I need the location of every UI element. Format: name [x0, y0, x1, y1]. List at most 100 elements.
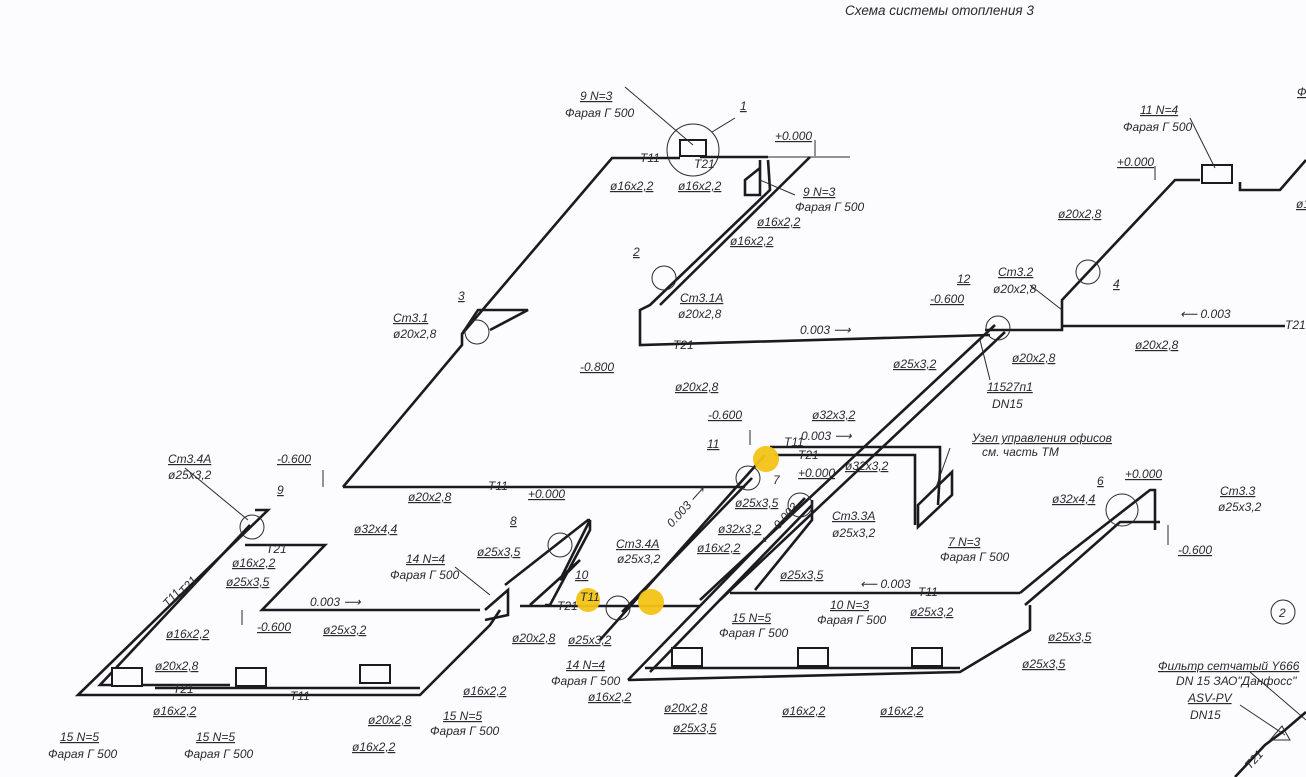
- label-node10: 10: [575, 568, 589, 582]
- label-unit-b: см. часть ТМ: [982, 445, 1059, 459]
- pipe-diag-c: [599, 454, 766, 641]
- label-st31a: Ст3.1А: [680, 291, 723, 305]
- label-unit-a: Узел управления офисов: [971, 431, 1112, 445]
- label-st32-d: ø20x2,8: [993, 282, 1037, 296]
- label-node6: 6: [1097, 474, 1104, 488]
- label-d-a2: ø16x2,2: [678, 179, 722, 193]
- label-d-i3: ø25x3,2: [568, 633, 612, 647]
- pipes: [74, 155, 1306, 697]
- label-t21-i: Т21: [557, 599, 578, 613]
- label-t11-h: Т11: [488, 479, 508, 493]
- node-circle-12: [985, 315, 1011, 341]
- label-d-a1: ø16x2,2: [610, 179, 654, 193]
- radiator-15c: [359, 664, 391, 684]
- label-node2: 2: [632, 245, 640, 259]
- label-st34a2-d: ø25x3,2: [617, 552, 661, 566]
- label-node1: 1: [740, 99, 747, 113]
- radiator-10b: [911, 647, 943, 667]
- label-node3: 3: [458, 289, 465, 303]
- label-lvl-m080: -0.800: [580, 360, 614, 374]
- label-rad14b-t: Фарая Г 500: [551, 674, 621, 688]
- leader-lines: [184, 86, 1306, 777]
- label-sheet2: 2: [1278, 606, 1286, 620]
- label-t21-a: Т21: [694, 157, 715, 171]
- label-d-a3: ø16x2,2: [757, 215, 801, 229]
- label-d-b1: ø20x2,8: [675, 380, 719, 394]
- node-circle-9: [239, 514, 265, 540]
- label-slope-g: 0.003 ⟶: [310, 595, 361, 609]
- radiator-9a: [679, 139, 707, 157]
- label-d-g2: ø25x3,5: [673, 721, 717, 735]
- radiator-11: [1201, 164, 1233, 184]
- node-circle-8: [547, 532, 573, 558]
- label-t21-c: Т21: [1285, 318, 1306, 332]
- label-d-j1: ø16x2,2: [166, 627, 210, 641]
- label-rad7-t: Фарая Г 500: [940, 550, 1010, 564]
- label-d-e4: ø25x3,5: [780, 568, 824, 582]
- pipe-st34a: [74, 508, 502, 697]
- pipe-st33-return: [627, 605, 1032, 682]
- label-d-j5: ø16x2,2: [352, 740, 396, 754]
- label-d-h2: ø16x2,2: [232, 556, 276, 570]
- radiator-15a: [111, 667, 143, 687]
- label-st31-d: ø20x2,8: [393, 327, 437, 341]
- pipe-riser-8: [504, 518, 590, 587]
- label-t11-j: Т11: [290, 689, 310, 703]
- label-valve-a: 11527п1: [987, 380, 1033, 394]
- label-edge-f: Ф: [1297, 85, 1306, 99]
- node-circles: [239, 123, 1296, 625]
- label-valve-b: DN15: [992, 397, 1023, 411]
- leader: [711, 117, 736, 133]
- label-d-h1: ø20x2,8: [408, 490, 452, 504]
- radiators: [111, 139, 1233, 687]
- label-node4: 4: [1113, 277, 1120, 291]
- pipe-st33-loop-2: [1024, 520, 1160, 606]
- leader: [1189, 117, 1216, 169]
- node-circle-3: [464, 319, 490, 345]
- label-st33-d: ø25x3,2: [1218, 500, 1262, 514]
- label-asv-b: DN15: [1190, 708, 1221, 722]
- label-t21-b: Т21: [673, 338, 694, 352]
- label-lvl-m060e: -0.600: [257, 620, 291, 634]
- scheme-title: Схема системы отопления 3: [845, 3, 1034, 18]
- leader: [934, 447, 951, 491]
- highlight-dot: [753, 446, 779, 472]
- label-rad9b-n: 9 N=3: [803, 185, 836, 199]
- label-d-j4: ø20x2,8: [368, 713, 412, 727]
- label-lvl-m060b: -0.600: [708, 408, 742, 422]
- label-rad14a-n: 14 N=4: [406, 552, 445, 566]
- label-d-h3: ø25x3,5: [226, 575, 270, 589]
- label-slope-b: ⟵ 0.003: [1180, 307, 1231, 321]
- label-node12: 12: [957, 272, 971, 286]
- radiator-10: [797, 647, 829, 667]
- node-circle-2: [651, 265, 677, 291]
- label-t21-h: Т21: [266, 542, 287, 556]
- pipe-return-top: [659, 156, 811, 306]
- node-circle-4: [1075, 259, 1101, 285]
- sheet-number-circle: [1270, 599, 1296, 625]
- label-lvl-m060d: -0.600: [277, 452, 311, 466]
- label-st32: Ст3.2: [998, 265, 1034, 279]
- label-d-f3: ø25x3,5: [1048, 630, 1092, 644]
- label-d-e1: ø25x3,5: [735, 496, 779, 510]
- pipe-return-top-2: [638, 159, 991, 347]
- label-st31a-d: ø20x2,8: [678, 307, 722, 321]
- label-asv-a: ASV-PV: [1187, 691, 1233, 705]
- label-st34a2: Ст3.4А: [616, 537, 659, 551]
- label-node11: 11: [707, 437, 719, 451]
- label-d-a4: ø16x2,2: [730, 234, 774, 248]
- leader: [1249, 671, 1306, 721]
- label-st34a: Ст3.4А: [168, 452, 211, 466]
- label-d-i2: ø20x2,8: [512, 631, 556, 645]
- label-d-i1: ø25x3,2: [323, 623, 367, 637]
- label-st31: Ст3.1: [393, 311, 428, 325]
- label-d-f4: ø25x3,5: [1022, 657, 1066, 671]
- label-slope-f: ⟵ 0.003: [860, 577, 911, 591]
- label-rad15c-n: 15 N=5: [196, 730, 235, 744]
- label-slope-a: 0.003 ⟶: [800, 323, 851, 337]
- label-lvl-top2: +0.000: [1117, 155, 1154, 169]
- label-lvl-top5: +0.000: [528, 487, 565, 501]
- label-d-j3: ø16x2,2: [153, 704, 197, 718]
